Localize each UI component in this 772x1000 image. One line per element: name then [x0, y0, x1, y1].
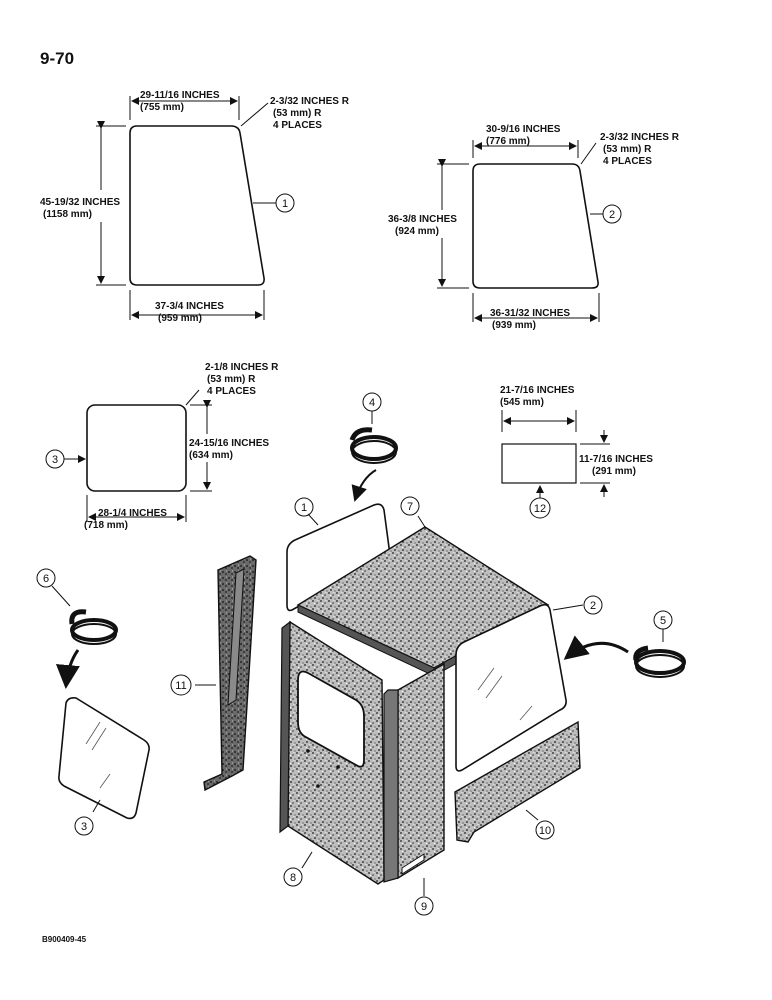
glass-3-detail: 2-1/8 INCHES R (53 mm) R 4 PLACES 24-15/… [45, 362, 279, 531]
p1-top-dim: 29-11/16 INCHES [140, 90, 220, 101]
p1-height-dim-mm: (1158 mm) [43, 209, 92, 220]
seal-5-coil [634, 649, 686, 675]
p12-width-dim: 21-7/16 INCHES [500, 385, 575, 396]
p1-top-dim-mm: (755 mm) [140, 102, 184, 113]
svg-text:9: 9 [421, 901, 427, 913]
p1-radius-3: 4 PLACES [273, 120, 322, 131]
svg-text:1: 1 [282, 198, 288, 210]
panel-8-window [297, 670, 365, 768]
p2-height-dim: 36-3/8 INCHES [388, 214, 457, 225]
glass-2-pane [455, 603, 567, 772]
p12-width-dim-mm: (545 mm) [500, 397, 544, 408]
svg-text:8: 8 [290, 872, 296, 884]
seal-6-coil [70, 618, 118, 642]
callout-2-bottom [583, 595, 603, 615]
callout-11 [170, 674, 192, 696]
p3-bottom-dim-mm: (718 mm) [84, 520, 128, 531]
p3-height-dim: 24-15/16 INCHES [189, 438, 269, 449]
callout-1-bottom [294, 497, 314, 517]
glass-1-pane [286, 503, 391, 612]
p3-height-dim-mm: (634 mm) [189, 450, 233, 461]
glass-3-pane [58, 697, 150, 820]
svg-text:12: 12 [534, 503, 546, 515]
svg-text:11: 11 [175, 680, 186, 692]
seal-4-coil [350, 435, 398, 461]
panel-9-body [397, 662, 445, 880]
svg-text:3: 3 [52, 454, 58, 466]
glass-2-exploded: 2 [455, 595, 603, 772]
svg-text:3: 3 [81, 821, 87, 833]
seal-6: 6 [36, 568, 118, 689]
p2-radius-3: 4 PLACES [603, 156, 652, 167]
p2-height-dim-mm: (924 mm) [395, 226, 439, 237]
svg-text:2: 2 [590, 600, 596, 612]
panel-8: 8 [279, 620, 385, 887]
glass-2-outline [472, 163, 599, 289]
panel-11: 11 [170, 555, 257, 792]
p1-bottom-dim: 37-3/4 INCHES [155, 301, 224, 312]
callout-2-top [602, 204, 622, 224]
callout-9 [414, 896, 434, 916]
svg-text:2: 2 [609, 209, 615, 221]
glass-1-outline [129, 125, 265, 286]
p3-radius-2: (53 mm) R [207, 374, 256, 385]
callout-1-top [275, 193, 295, 213]
p3-radius-3: 4 PLACES [207, 386, 256, 397]
panel-12-detail: 21-7/16 INCHES (545 mm) 11-7/16 INCHES (… [500, 385, 653, 519]
p2-radius-2: (53 mm) R [603, 144, 652, 155]
p12-height-dim: 11-7/16 INCHES [579, 454, 653, 465]
panel-10: 10 [454, 720, 581, 843]
callout-8 [283, 867, 303, 887]
glass-3-exploded: 3 [58, 697, 150, 836]
seal-5: 5 [563, 610, 686, 678]
callout-10 [535, 820, 555, 840]
glass-1-detail: 29-11/16 INCHES (755 mm) 2-3/32 INCHES R… [40, 90, 350, 324]
glass-1-exploded: 1 [286, 497, 391, 612]
p2-radius-1: 2-3/32 INCHES R [600, 132, 680, 143]
svg-text:6: 6 [43, 573, 49, 585]
seal-4: 4 [349, 392, 398, 502]
panel-9: 9 [383, 662, 445, 916]
glass-2-detail: 30-9/16 INCHES (776 mm) 2-3/32 INCHES R … [388, 124, 680, 331]
callout-6 [36, 568, 56, 588]
panel-12-outline [501, 443, 577, 484]
p2-top-dim: 30-9/16 INCHES [486, 124, 561, 135]
p2-top-dim-mm: (776 mm) [486, 136, 530, 147]
svg-text:1: 1 [301, 502, 307, 514]
p3-radius-1: 2-1/8 INCHES R [205, 362, 279, 373]
p2-bottom-dim: 36-31/32 INCHES [490, 308, 570, 319]
p1-radius-2: (53 mm) R [273, 108, 322, 119]
figure-id: B900409-45 [42, 935, 87, 944]
p1-radius-1: 2-3/32 INCHES R [270, 96, 350, 107]
glass-3-outline [86, 404, 187, 492]
p1-bottom-dim-mm: (959 mm) [158, 313, 202, 324]
p2-bottom-dim-mm: (939 mm) [492, 320, 536, 331]
callout-12 [529, 497, 551, 519]
panel-10-body [454, 720, 581, 843]
p3-bottom-dim: 28-1/4 INCHES [98, 508, 167, 519]
callout-3-bottom [74, 816, 94, 836]
p12-height-dim-mm: (291 mm) [592, 466, 636, 477]
svg-text:4: 4 [369, 397, 375, 409]
page-number: 9-70 [40, 49, 74, 68]
svg-text:5: 5 [660, 615, 666, 627]
p1-height-dim: 45-19/32 INCHES [40, 197, 120, 208]
svg-text:7: 7 [407, 501, 413, 513]
callout-7 [400, 496, 420, 516]
svg-text:10: 10 [539, 825, 551, 837]
